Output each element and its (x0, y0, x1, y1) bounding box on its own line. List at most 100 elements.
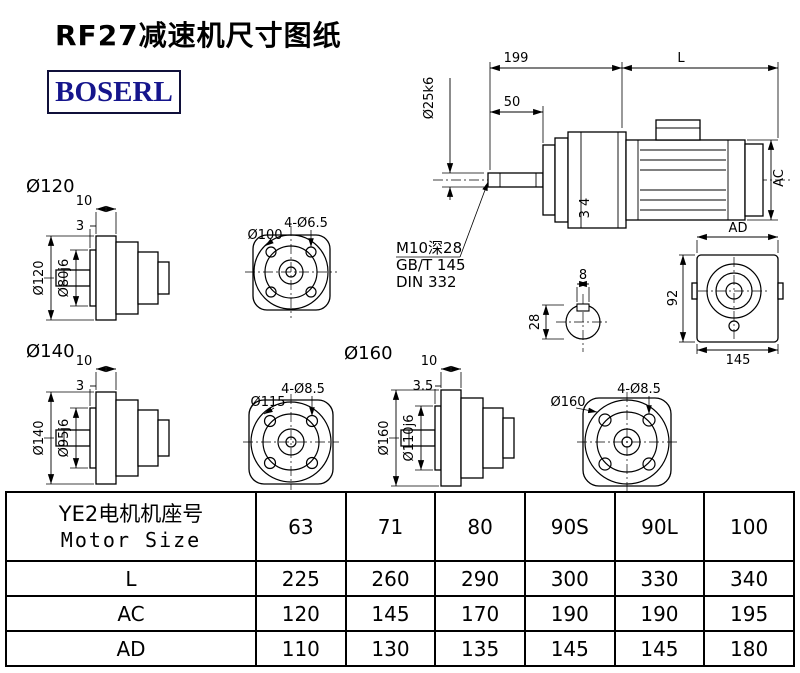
motor-size-80: 80 (434, 491, 526, 562)
flange-120-side-view: 10 3 Ø120 Ø80j6 (32, 194, 170, 321)
dim-l: L (677, 51, 685, 66)
cell-L-100: 340 (703, 560, 795, 597)
dim-key-width: 8 (579, 268, 587, 283)
assembly-outline (433, 119, 790, 229)
flange-100-outline (245, 226, 337, 318)
cell-AD-100: 180 (703, 630, 795, 667)
dim-flange-thickness: 10 (421, 354, 438, 369)
motor-size-100: 100 (703, 491, 795, 562)
motor-size-label-en: Motor Size (60, 527, 202, 552)
dim-spigot-step: 3 (76, 379, 84, 394)
cell-AC-71: 145 (344, 595, 437, 632)
main-assembly-view: 199 L 50 Ø25k6 AC 3 4 M10深28 GB/T 145 DI… (396, 51, 790, 291)
flange-115-front-view: 4-Ø8.5 Ø115 (243, 382, 339, 490)
dim-flange-outer: Ø160 (550, 395, 585, 410)
table-row-AD: AD 110 130 135 145 145 180 (5, 630, 795, 667)
flange-140-dimensions: 10 3 Ø140 Ø95j6 (32, 354, 117, 485)
end-view-outline (691, 254, 784, 343)
motor-size-63: 63 (255, 491, 347, 562)
flange-100-front-view: 4-Ø6.5 Ø100 (245, 216, 337, 318)
thread-note-line1: M10深28 (396, 239, 462, 257)
motor-size-label-cn: YE2电机机座号 (58, 502, 204, 527)
motor-size-90S: 90S (523, 491, 616, 562)
cell-AC-63: 120 (255, 595, 347, 632)
thread-note-line3: DIN 332 (396, 273, 457, 291)
cell-AC-90L: 190 (613, 595, 706, 632)
flange-120-caption: Ø120 (26, 176, 75, 197)
dim-199: 199 (504, 51, 529, 66)
flange-140-side-view: 10 3 Ø140 Ø95j6 (32, 354, 170, 485)
flange-160-front-view: 4-Ø8.5 Ø160 (550, 382, 677, 492)
flange-100-callouts: 4-Ø6.5 Ø100 (247, 216, 328, 247)
flange-120-dimensions: 10 3 Ø120 Ø80j6 (32, 194, 117, 321)
cell-AC-80: 170 (434, 595, 526, 632)
flange-160-outline (389, 389, 515, 487)
spec-table-header-row: YE2电机机座号 Motor Size 63 71 80 90S 90L 100 (5, 491, 795, 562)
cell-AD-80: 135 (434, 630, 526, 667)
dim-flange-spigot: Ø80j6 (57, 259, 72, 298)
dim-spigot-step: 3.5 (413, 379, 434, 394)
motor-size-71: 71 (344, 491, 437, 562)
dim-flange-spigot: Ø110j6 (402, 415, 417, 462)
dim-bolt-holes: 4-Ø8.5 (617, 382, 661, 397)
key-section-outline (556, 294, 610, 352)
end-view-dimensions: AD 92 145 (666, 221, 779, 368)
dim-bolt-holes: 4-Ø6.5 (284, 216, 328, 231)
dim-ac: AC (772, 169, 787, 187)
cell-AD-90L: 145 (613, 630, 706, 667)
row-label-L: L (5, 560, 257, 597)
cell-AD-71: 130 (344, 630, 437, 667)
motor-size-90L: 90L (613, 491, 706, 562)
flange-160-side-view: 10 3.5 Ø160 Ø110j6 (377, 354, 515, 487)
key-section-dimensions: 8 28 (528, 268, 590, 340)
thread-note-line2: GB/T 145 (396, 256, 466, 274)
dim-shaft-diameter: Ø25k6 (422, 77, 437, 120)
dim-145: 145 (726, 353, 751, 368)
assembly-dimensions: 199 L 50 Ø25k6 AC 3 4 (422, 51, 787, 221)
cell-L-90S: 300 (523, 560, 616, 597)
dim-flange-outer: Ø120 (32, 260, 47, 295)
dim-50: 50 (504, 95, 521, 110)
dim-flange-thickness: 10 (76, 354, 93, 369)
dim-gap: 3 4 (578, 198, 593, 219)
cell-AC-100: 195 (703, 595, 795, 632)
dim-flange-spigot: Ø95j6 (57, 419, 72, 458)
flange-160-front-callouts: 4-Ø8.5 Ø160 (550, 382, 661, 414)
dim-flange-outer: Ø160 (377, 420, 392, 455)
cell-AD-90S: 145 (523, 630, 616, 667)
row-label-AD: AD (5, 630, 257, 667)
dim-flange-outer: Ø140 (32, 420, 47, 455)
flange-115-callouts: 4-Ø8.5 Ø115 (250, 382, 325, 416)
cell-AC-90S: 190 (523, 595, 616, 632)
thread-note: M10深28 GB/T 145 DIN 332 (396, 181, 489, 291)
cell-L-63: 225 (255, 560, 347, 597)
spec-table: YE2电机机座号 Motor Size 63 71 80 90S 90L 100… (5, 491, 795, 667)
flange-115-outline (243, 394, 339, 490)
cell-L-80: 290 (434, 560, 526, 597)
dim-spigot-step: 3 (76, 219, 84, 234)
table-row-L: L 225 260 290 300 330 340 (5, 560, 795, 597)
flange-160-dimensions: 10 3.5 Ø160 Ø110j6 (377, 354, 462, 487)
dim-shaft-height: 28 (528, 314, 543, 331)
dim-bolt-holes: 4-Ø8.5 (281, 382, 325, 397)
cell-AD-63: 110 (255, 630, 347, 667)
cell-L-71: 260 (344, 560, 437, 597)
dim-flange-thickness: 10 (76, 194, 93, 209)
logo-text: BOSERL (55, 75, 173, 108)
boserl-logo: BOSERL (47, 70, 181, 114)
shaft-key-section-view: 8 28 (528, 268, 610, 352)
table-row-AC: AC 120 145 170 190 190 195 (5, 595, 795, 632)
dim-flange-outer: Ø100 (247, 228, 282, 243)
dim-flange-outer: Ø115 (250, 395, 285, 410)
page-title: RF27减速机尺寸图纸 (55, 19, 342, 52)
flange-140-outline (44, 391, 170, 485)
motor-size-header-cell: YE2电机机座号 Motor Size (5, 491, 257, 562)
flange-160-front-outline (577, 392, 677, 492)
dim-ad: AD (729, 221, 748, 236)
flange-140-caption: Ø140 (26, 341, 75, 362)
dim-92: 92 (666, 290, 681, 307)
flange-160-caption: Ø160 (344, 343, 393, 364)
motor-end-view: AD 92 145 (666, 221, 784, 368)
row-label-AC: AC (5, 595, 257, 632)
